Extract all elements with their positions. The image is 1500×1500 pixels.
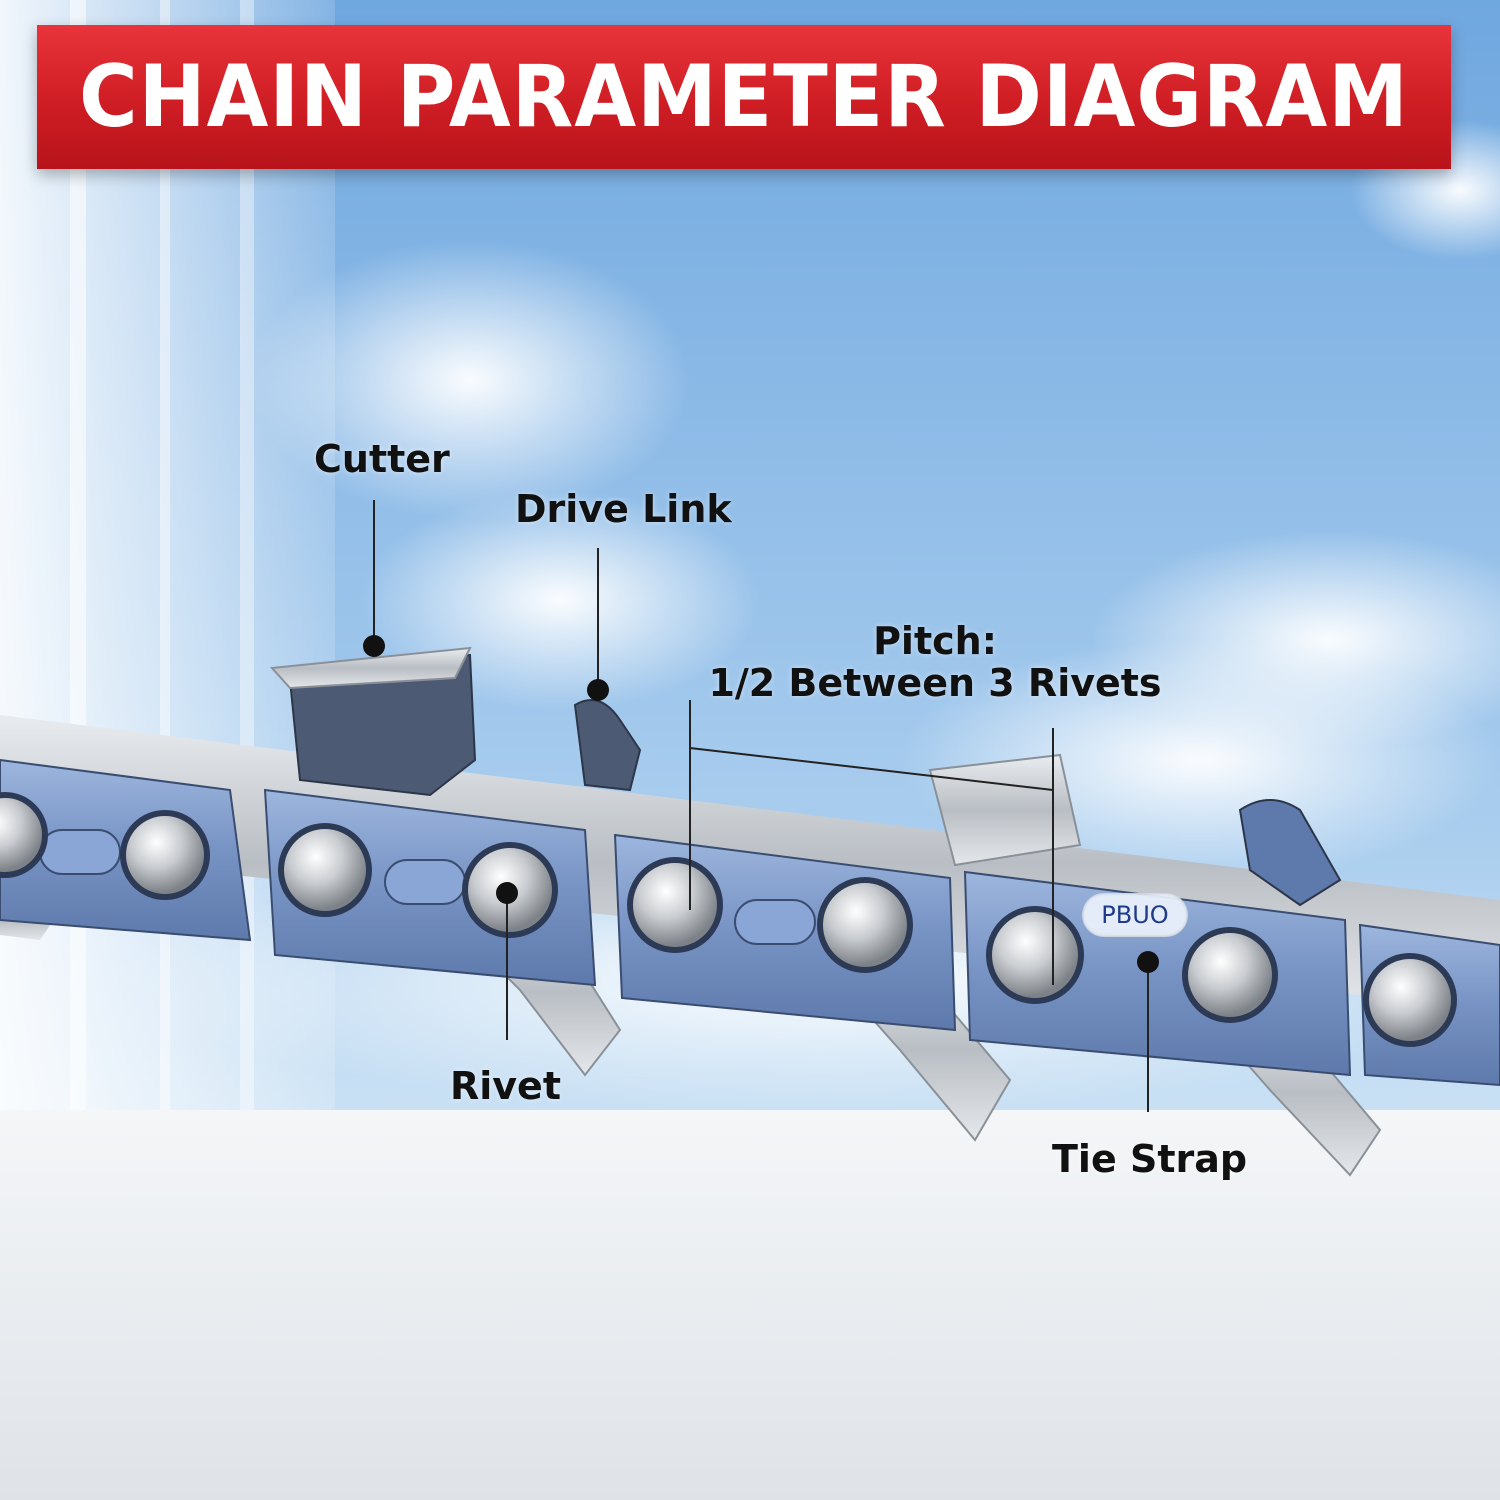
rivet-head xyxy=(278,823,372,917)
cutter-top-plate xyxy=(928,753,1082,867)
connector-oval xyxy=(39,829,121,875)
rivet-head xyxy=(817,877,913,973)
tie-strap-marker-dot xyxy=(1137,951,1159,973)
drive-link-label: Drive Link xyxy=(515,487,732,531)
rivet-head xyxy=(120,810,210,900)
drive-link-marker-dot xyxy=(587,679,609,701)
callout-leaders xyxy=(373,500,1149,1112)
cutter-top-plate xyxy=(269,646,472,690)
rivet-head xyxy=(986,906,1084,1004)
connector-oval xyxy=(384,859,466,905)
pitch-label: Pitch: 1/2 Between 3 Rivets xyxy=(705,620,1165,704)
title-banner: CHAIN PARAMETER DIAGRAM xyxy=(37,25,1451,169)
cutter-marker-dot xyxy=(363,635,385,657)
banner-title: CHAIN PARAMETER DIAGRAM xyxy=(79,47,1409,147)
window-mullion xyxy=(240,0,254,1130)
connector-oval xyxy=(734,899,816,945)
rivet-head xyxy=(627,857,723,953)
floor xyxy=(0,1110,1500,1500)
cutter-label: Cutter xyxy=(314,437,450,481)
window-mullion xyxy=(70,0,86,1130)
tie-strap-label: Tie Strap xyxy=(1052,1137,1248,1181)
cloud xyxy=(250,240,690,520)
depth-gauge xyxy=(1238,799,1342,907)
rivet-head xyxy=(1363,953,1457,1047)
brand-mark: PBUO xyxy=(1082,893,1188,937)
depth-gauge xyxy=(573,699,642,792)
window-mullion xyxy=(160,0,170,1130)
pitch-value: 1/2 Between 3 Rivets xyxy=(708,661,1162,705)
rivet-head xyxy=(1182,927,1278,1023)
pitch-bracket xyxy=(689,747,1054,791)
rivet-head xyxy=(0,792,48,878)
pitch-title: Pitch: xyxy=(873,619,997,663)
rivet-label: Rivet xyxy=(450,1064,561,1108)
rivet-marker-dot xyxy=(496,882,518,904)
